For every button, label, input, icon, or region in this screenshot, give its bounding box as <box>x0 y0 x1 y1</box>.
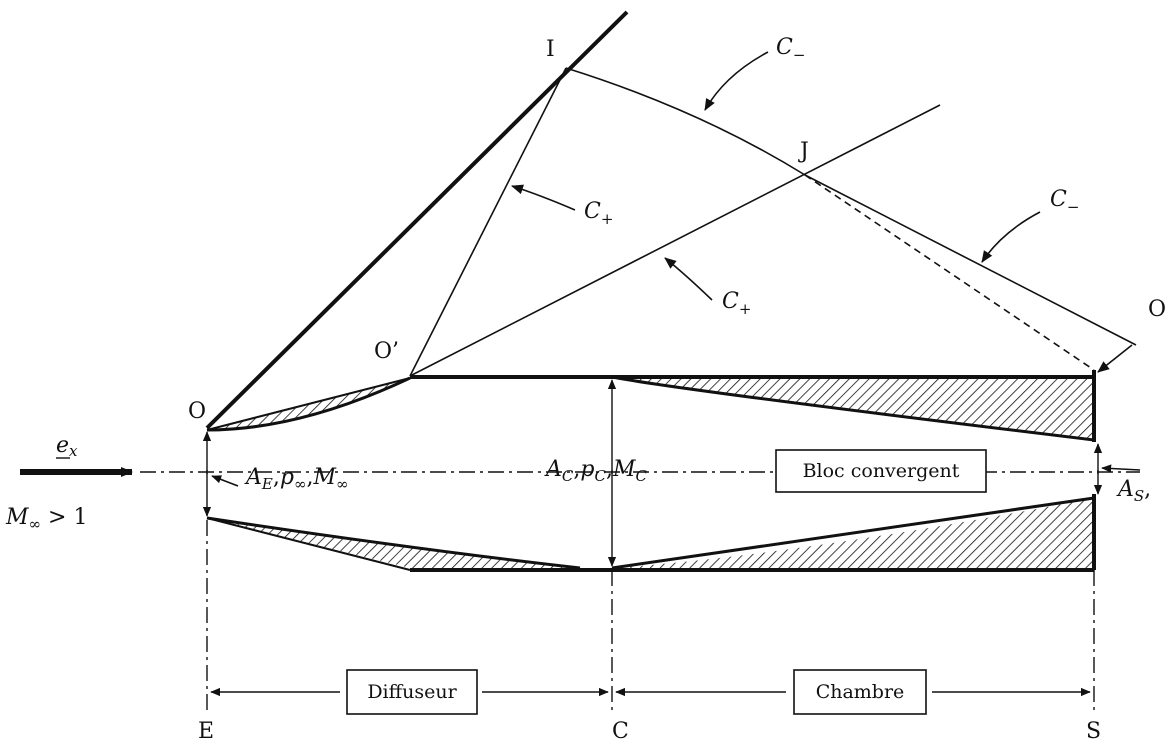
c-minus-line-j-o <box>804 174 1137 346</box>
inlet-labels: ex M∞ > 1 <box>5 433 87 533</box>
point-labels: O O’ I J O E C S <box>188 37 1166 744</box>
ex-label: ex <box>56 433 78 460</box>
point-o-right-label: O <box>1148 297 1166 322</box>
bloc-convergent-box: Bloc convergent <box>775 449 987 493</box>
dashed-reflected-line <box>804 174 1095 371</box>
mach-condition-label: M∞ > 1 <box>5 505 87 533</box>
chambre-box: Chambre <box>793 669 927 715</box>
diffuseur-box: Diffuseur <box>346 669 478 715</box>
point-i-label: I <box>546 37 555 62</box>
pointer-arrows <box>211 51 1141 487</box>
c-plus-mid-label: C+ <box>722 289 751 318</box>
point-o-prime-label: O’ <box>374 339 399 364</box>
station-e-label: E <box>198 719 214 744</box>
c-plus-line-o-prime-j <box>409 104 941 377</box>
height-arrows <box>202 379 1103 567</box>
lower-wall <box>206 494 1096 572</box>
characteristic-lines <box>205 10 1137 430</box>
entrance-section-label: AE,p∞,M∞ <box>244 465 348 493</box>
characteristic-labels: C− C+ C+ C− <box>584 35 1079 318</box>
section-labels: AE,p∞,M∞ AC,pC,MC AS, <box>244 457 1151 505</box>
diffuseur-label: Diffuseur <box>367 681 457 703</box>
exit-section-label: AS, <box>1116 477 1151 505</box>
station-s-label: S <box>1086 719 1101 744</box>
chambre-label: Chambre <box>816 681 905 703</box>
c-minus-line-i-j <box>565 67 806 176</box>
bloc-convergent-label: Bloc convergent <box>803 460 960 482</box>
point-o-label: O <box>188 399 206 424</box>
c-plus-line-o-prime-i <box>409 67 567 377</box>
point-j-label: J <box>798 139 809 164</box>
c-minus-right-label: C− <box>1050 187 1079 216</box>
station-c-label: C <box>612 719 629 744</box>
c-plus-left-label: C+ <box>584 199 613 228</box>
c-minus-top-label: C− <box>776 35 805 64</box>
chamber-section-label: AC,pC,MC <box>544 457 647 485</box>
upper-wall <box>206 370 1096 442</box>
oblique-shock-line <box>205 10 629 430</box>
station-lines <box>206 520 1095 710</box>
